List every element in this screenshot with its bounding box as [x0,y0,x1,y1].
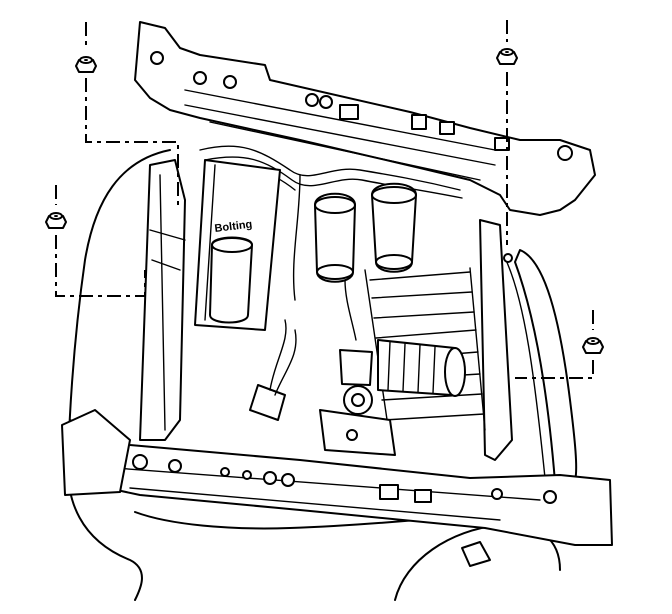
front-slot-1 [379,484,399,500]
front-bolt-7 [491,488,503,500]
canister-right-top [371,186,417,204]
right-side-panel-inner [504,257,546,479]
canister-right-bottom [375,254,413,270]
front-bolt-4 [242,470,252,480]
rail-slot-2 [411,114,427,130]
canister-left-bottom [316,264,354,280]
nut-mid-right-icon [582,337,604,354]
canister-right [371,182,417,273]
rail-slot-1 [339,104,359,120]
rail-bolt-3 [223,75,237,89]
front-bolt-3 [220,467,230,477]
canister-left-top [314,196,356,214]
lower-cover-plate [319,409,396,456]
rail-slot-4 [494,137,510,151]
gearbox-housing [339,349,373,386]
rail-slot-3 [439,121,455,135]
right-side-panel [514,249,578,483]
front-cross-member [69,419,613,546]
control-module-edge [204,164,216,321]
module-canister-top [211,237,253,253]
seat-motor-end [444,347,466,397]
leader-mid-right [515,310,594,379]
rail-bolt-1 [150,51,164,65]
front-bolt-1 [132,454,148,470]
leader-mid-left [55,185,146,297]
nut-mid-left-icon [45,212,67,229]
front-bolt-6 [281,473,295,487]
seat-motor-ribs [387,341,436,394]
left-rail-detail [149,174,186,431]
rail-bolt-2 [193,71,207,85]
right-rail-bolt [503,253,513,263]
front-right-connector [461,541,491,567]
front-bolt-5 [263,471,277,485]
lower-cover-hole [346,429,358,441]
gearbox-shaft [351,393,365,407]
rail-bolt-4 [305,93,319,107]
canister-left [314,192,356,283]
nut-top-right-icon [496,48,518,65]
rail-bolt-6 [557,145,573,161]
leader-top-left [85,22,179,205]
gearbox-cable [344,279,357,341]
module-label: Bolting [214,218,253,235]
wire-harness-1 [199,145,461,191]
rail-bolt-5 [319,95,333,109]
harness-connector [249,384,286,421]
front-bolt-8 [543,490,557,504]
front-slot-2 [414,489,432,503]
front-left-bracket [61,409,131,496]
rear-frame-rail [134,21,596,216]
nut-top-left-icon [75,56,97,73]
front-bolt-2 [168,459,182,473]
front-cross-member-inner [114,467,541,521]
connector-wires [269,319,297,396]
